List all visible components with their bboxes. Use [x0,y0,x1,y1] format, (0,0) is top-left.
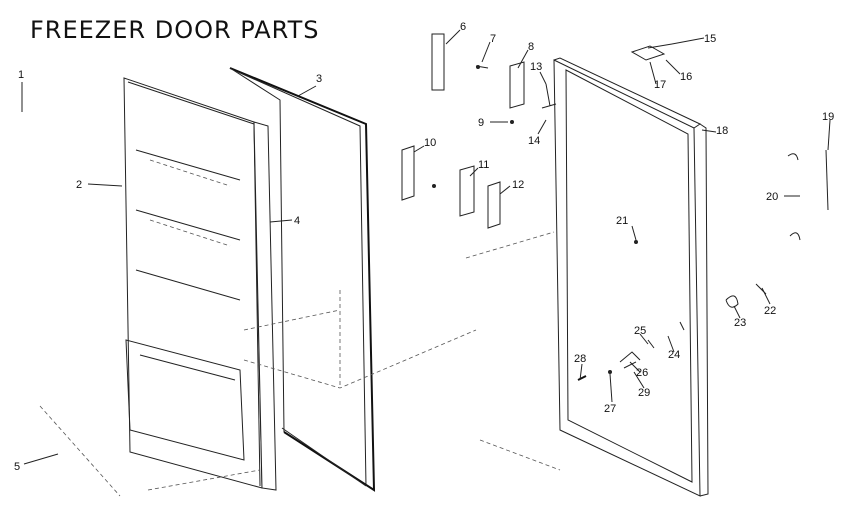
handle-bracket-20 [787,153,801,241]
callout-27: 27 [604,403,616,415]
hinge-bracket-6 [431,33,445,91]
callout-1: 1 [18,69,24,81]
outer-door-panel [123,77,263,489]
callout-4: 4 [294,215,300,227]
door-side-strip [253,121,277,491]
assembly-guide-lines [39,231,561,497]
hinge-pin-13 [541,83,557,109]
callout-6: 6 [460,21,466,33]
callout-12: 12 [512,179,524,191]
callout-17: 17 [654,79,666,91]
callout-19: 19 [822,111,834,123]
callout-14: 14 [528,135,540,147]
callout-7: 7 [490,33,496,45]
callout-5: 5 [14,461,20,473]
callout-20: 20 [766,191,778,203]
bracket-10 [401,145,415,201]
callout-16: 16 [680,71,692,83]
bracket-28 [577,375,587,381]
callout-25: 25 [634,325,646,337]
callout-15: 15 [704,33,716,45]
callout-labels: 1 2 3 4 5 6 7 8 9 10 11 12 13 14 15 16 1… [14,21,834,473]
switch-27-29 [608,361,637,374]
latch-24-26 [619,321,685,363]
callout-10: 10 [424,137,436,149]
inner-door-liner [553,57,709,497]
screw-21 [634,240,638,244]
callout-11: 11 [478,159,489,171]
hinge-plate-8 [509,61,525,109]
callout-21: 21 [616,215,628,227]
callout-26: 26 [636,367,648,379]
callout-18: 18 [716,125,728,137]
callout-29: 29 [638,387,650,399]
callout-2: 2 [76,179,82,191]
leader-lines [21,29,831,465]
spring-22-23 [725,283,767,308]
callout-22: 22 [764,305,776,317]
callout-8: 8 [528,41,534,53]
callout-28: 28 [574,353,586,365]
callout-13: 13 [530,61,542,73]
diagram-title: FREEZER DOOR PARTS [30,16,320,44]
bracket-11 [432,165,475,217]
screw-7 [475,65,489,69]
screw-9 [510,120,514,124]
callout-24: 24 [668,349,680,361]
callout-3: 3 [316,73,322,85]
hinge-cap-15-16-17 [630,43,673,61]
callout-9: 9 [478,117,484,129]
bracket-12 [487,181,501,229]
callout-23: 23 [734,317,746,329]
handle-19 [825,149,829,211]
